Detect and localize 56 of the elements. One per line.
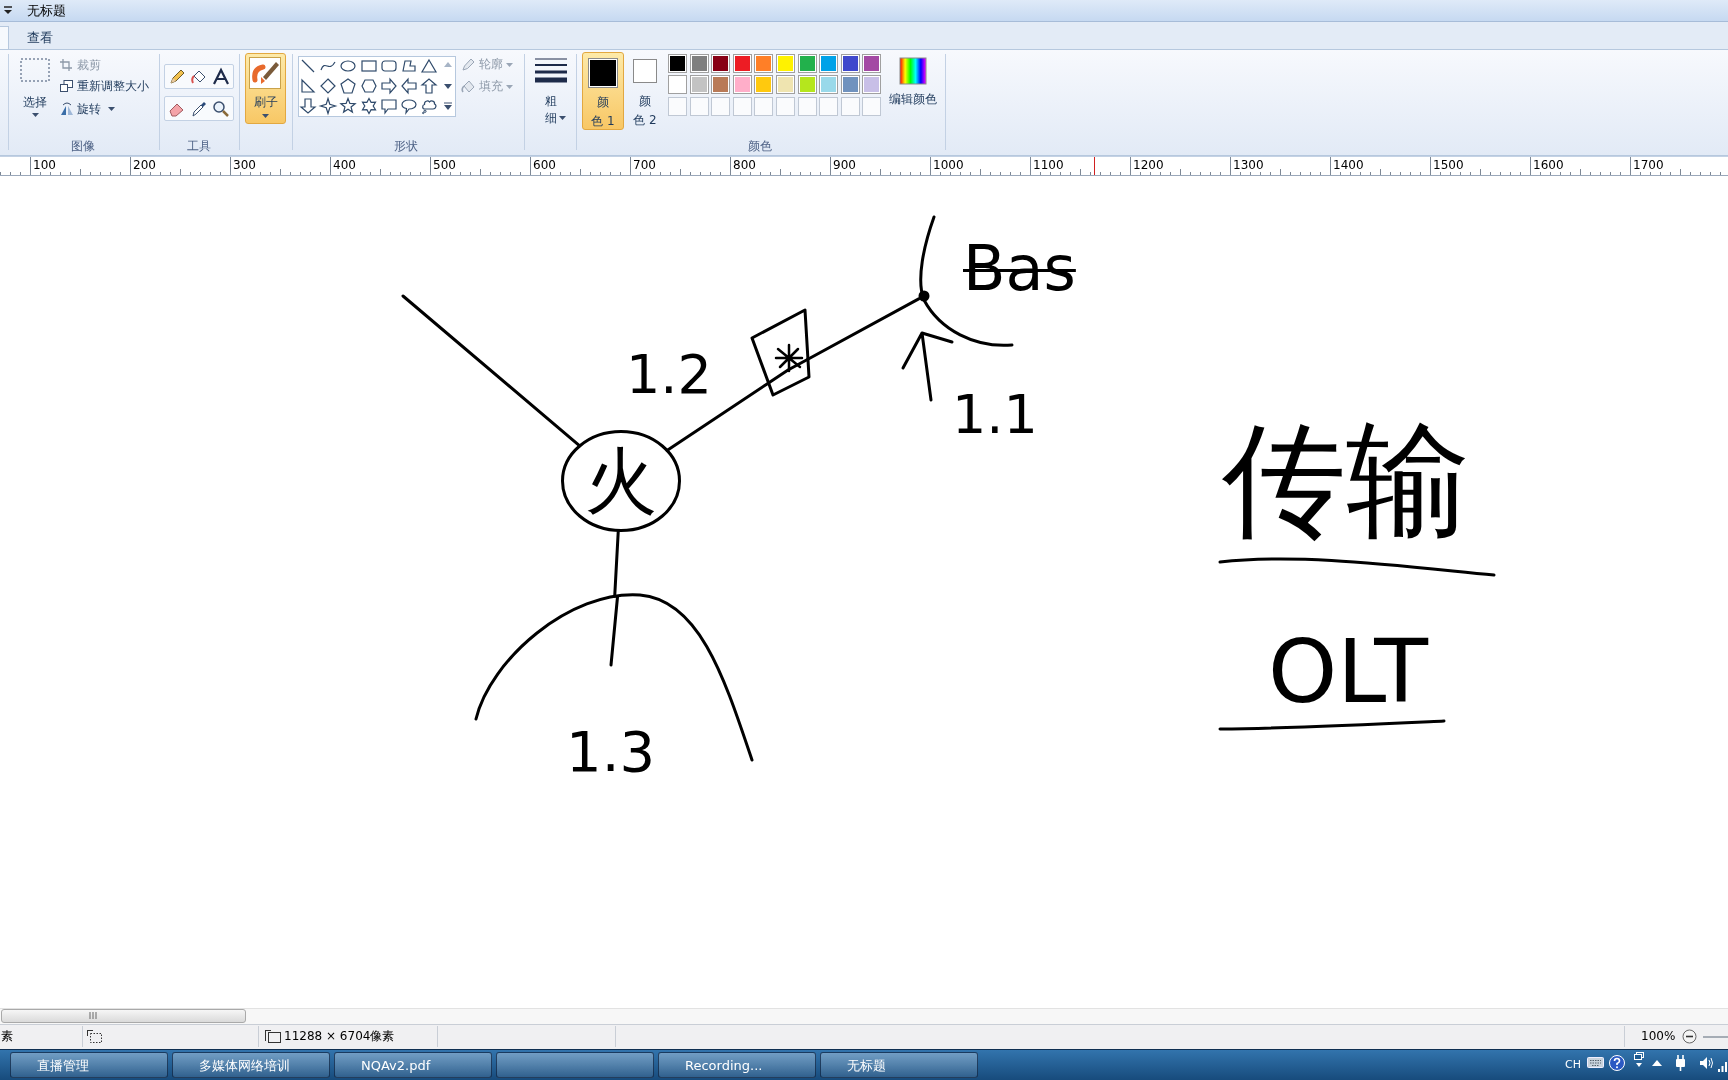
annotation-text: 1.1 [952, 388, 1038, 442]
ruler-number: 800 [733, 159, 756, 171]
tab-label: 查看 [27, 31, 53, 44]
group-title: 图像 [71, 140, 95, 152]
outline-label: 轮廓 [479, 57, 503, 71]
ruler-number: 300 [233, 159, 256, 171]
ruler-number: 1700 [1633, 159, 1664, 171]
group-title: 颜色 [748, 140, 772, 152]
taskbar-button: Recording... [658, 1052, 816, 1078]
taskbar-button: 无标题 [820, 1052, 978, 1078]
ruler-number: 400 [333, 159, 356, 171]
group-title: 工具 [187, 140, 211, 152]
asterisk-box [750, 308, 812, 398]
group-title: 形状 [394, 140, 418, 152]
connector-line [401, 294, 582, 448]
taskbar-button: 多媒体网络培训 [172, 1052, 330, 1078]
taskbar-button: 直播管理 [10, 1052, 168, 1078]
resize-label: 重新调整大小 [77, 79, 149, 93]
color-1-button: 颜色 1 [582, 52, 624, 130]
annotation-text: 1.2 [626, 348, 712, 402]
status-text: 素 [1, 1030, 13, 1042]
language-indicator: CH [1565, 1059, 1581, 1070]
taskbar-button: NQAv2.pdf [334, 1052, 492, 1078]
ruler-number: 1500 [1433, 159, 1464, 171]
annotation-text: 传输 [1222, 418, 1470, 542]
ruler-number: 600 [533, 159, 556, 171]
ruler-number: 1600 [1533, 159, 1564, 171]
ruler-number: 1400 [1333, 159, 1364, 171]
line-width-label: 粗细 [545, 94, 557, 125]
ruler-number: 900 [833, 159, 856, 171]
status-text: 11288 × 6704像素 [284, 1030, 395, 1042]
node-label: 火 [585, 445, 657, 517]
ruler-number: 200 [133, 159, 156, 171]
ruler-number: 500 [433, 159, 456, 171]
zoom-level: 100% [1641, 1030, 1676, 1042]
ruler-number: 1300 [1233, 159, 1264, 171]
ruler-number: 1100 [1033, 159, 1064, 171]
junction-dot [918, 290, 930, 302]
rotate-label: 旋转 [77, 102, 101, 116]
fill-label: 填充 [479, 79, 503, 93]
brush-button: 刷子 [245, 53, 286, 124]
ruler-number: 1200 [1133, 159, 1164, 171]
ruler-number: 700 [633, 159, 656, 171]
window-title: 无标题 [27, 4, 66, 17]
node-label: 1.3 [566, 724, 656, 780]
connector-line [806, 297, 921, 361]
color-2-label: 颜色 2 [633, 94, 657, 127]
ruler-number: 1000 [933, 159, 964, 171]
crop-label: 裁剪 [77, 58, 101, 72]
circle-node [561, 430, 681, 532]
edit-colors-label: 编辑颜色 [889, 92, 937, 106]
ruler-number: 100 [33, 159, 56, 171]
connector-line [665, 381, 771, 452]
annotation-text: OLT [1268, 628, 1428, 716]
crossed-out-text: Bas [963, 238, 1076, 300]
select-label: 选择 [23, 95, 47, 109]
